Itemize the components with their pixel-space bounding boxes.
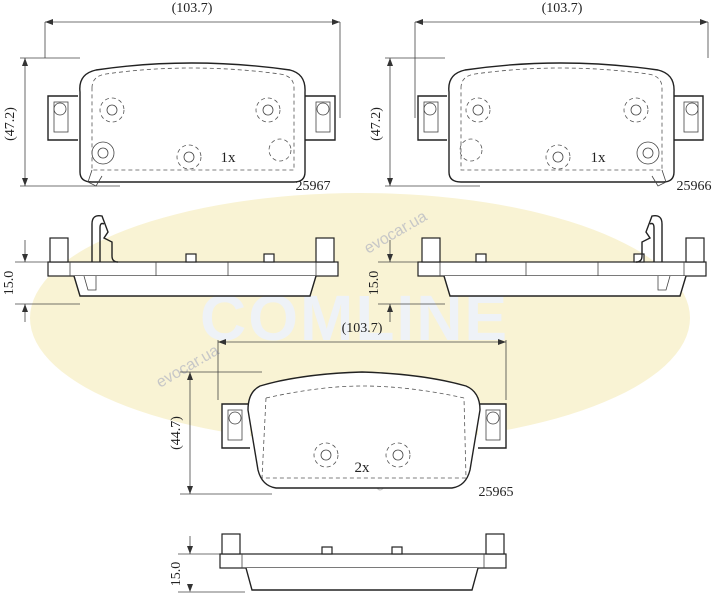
left-ear [47,95,78,141]
left-clip [421,237,441,263]
backing-plate [47,261,339,277]
right-clip [315,237,335,263]
right-clip [685,237,705,263]
friction-material [245,567,479,591]
thickness-dimension-label: 15.0 [367,271,382,296]
pad-body [448,62,675,183]
height-dimension-label: (47.2) [3,107,18,141]
right-ear [305,95,336,141]
left-clip [49,237,69,263]
width-dimension-label: (103.7) [342,321,383,336]
wear-indicator [87,169,103,187]
friction-material [443,275,687,297]
left-clip [221,533,241,555]
left-ear [417,95,447,141]
pad-25965-front-view: (103.7) (44.7) 2x 25965 [169,321,514,500]
part-number: 25967 [296,179,331,194]
pad-25967-side-view: 15.0 [2,214,339,322]
quantity-label: 1x [591,150,607,166]
width-dimension-label: (103.7) [542,1,583,16]
pad-25967-front-view: (103.7) (47.2) 1x 25967 [3,1,341,194]
height-dimension-label: (44.7) [169,416,184,450]
thickness-dimension-label: 15.0 [169,562,184,587]
pad-body [247,371,481,489]
wear-indicator [651,169,667,187]
quantity-label: 2x [355,460,371,476]
width-dimension-label: (103.7) [172,1,213,16]
right-ear [478,403,507,449]
part-number: 25965 [479,485,514,500]
spring-clip [635,214,663,263]
thickness-dimension-label: 15.0 [2,271,17,296]
height-dimension-label: (47.2) [369,107,384,141]
backing-plate [417,261,707,277]
right-clip [485,533,505,555]
pad-body [79,62,306,183]
left-ear [221,403,250,449]
pad-25965-side-view: 15.0 [169,533,507,593]
right-ear [674,95,704,141]
pad-25966-front-view: (103.7) (47.2) 1x 25966 [369,1,712,194]
spring-clip [91,214,119,263]
pad-25966-side-view: 15.0 [367,214,707,322]
quantity-label: 1x [221,150,237,166]
friction-material [73,275,317,297]
backing-plate [219,553,507,569]
part-number: 25966 [677,179,712,194]
